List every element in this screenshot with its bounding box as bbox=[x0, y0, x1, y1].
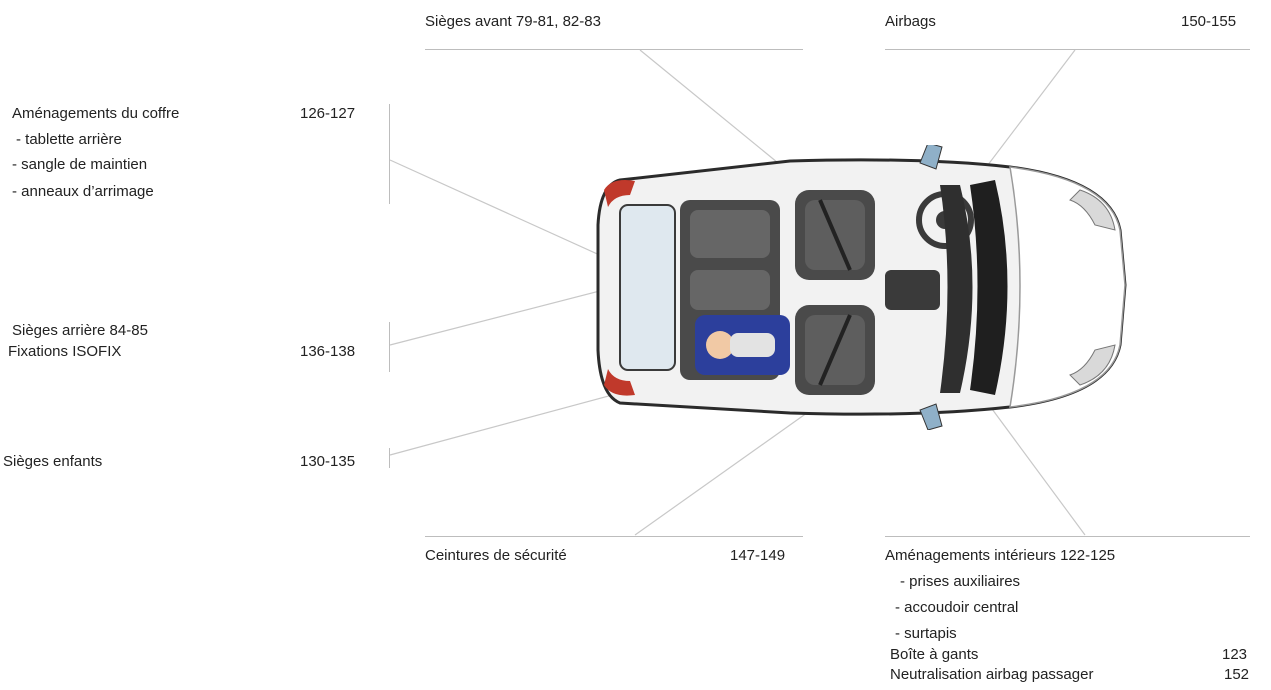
label-sieges-enfants[interactable]: Sièges enfants bbox=[3, 453, 103, 470]
child-head bbox=[706, 331, 734, 359]
windshield bbox=[970, 180, 1008, 395]
label-airbags[interactable]: Airbags bbox=[885, 13, 936, 30]
rule-isofix bbox=[389, 322, 390, 372]
rule-sieges-avant bbox=[425, 49, 803, 50]
pages-ceintures: 147-149 bbox=[730, 547, 786, 564]
tail-light-left bbox=[604, 180, 635, 207]
pages-boite-a-gants: 123 bbox=[1222, 646, 1248, 663]
pages-airbags: 150-155 bbox=[1181, 13, 1237, 30]
interieurs-item: - surtapis bbox=[895, 625, 957, 642]
mirror-left bbox=[919, 145, 943, 170]
pages-sieges-enfants: 130-135 bbox=[300, 453, 356, 470]
rule-enfants bbox=[389, 448, 390, 468]
rear-seat-cushion bbox=[690, 210, 770, 258]
headlight-left bbox=[1069, 189, 1116, 231]
rule-interieurs bbox=[885, 536, 1250, 537]
rule-coffre bbox=[389, 104, 390, 204]
seat-belt bbox=[818, 314, 852, 386]
pages-isofix: 136-138 bbox=[300, 343, 356, 360]
car-hood bbox=[1009, 166, 1126, 408]
child-body bbox=[730, 333, 775, 357]
pages-coffre: 126-127 bbox=[300, 105, 356, 122]
tail-light-right bbox=[604, 369, 635, 396]
center-console bbox=[885, 270, 940, 310]
mirror-right bbox=[919, 403, 943, 430]
coffre-item: - anneaux d’arrimage bbox=[12, 183, 154, 200]
seat-belt bbox=[818, 199, 852, 271]
headlight-right bbox=[1069, 344, 1116, 386]
pages-neutralisation-airbag: 152 bbox=[1224, 666, 1250, 683]
coffre-item: - sangle de maintien bbox=[12, 156, 148, 173]
label-ceintures[interactable]: Ceintures de sécurité bbox=[425, 547, 567, 564]
label-isofix[interactable]: Fixations ISOFIX bbox=[8, 343, 122, 360]
dashboard bbox=[940, 185, 973, 393]
interieurs-item: - accoudoir central bbox=[895, 599, 1019, 616]
leader-coffre bbox=[389, 159, 616, 263]
coffre-item: - tablette arrière bbox=[16, 131, 122, 148]
label-interieurs[interactable]: Aménagements intérieurs 122-125 bbox=[885, 547, 1116, 564]
rule-ceintures bbox=[425, 536, 803, 537]
trunk-area bbox=[619, 204, 676, 371]
label-sieges-avant[interactable]: Sièges avant 79-81, 82-83 bbox=[425, 13, 601, 30]
car-top-view-illustration bbox=[596, 145, 1127, 430]
rule-airbags bbox=[885, 49, 1250, 50]
leader-ceintures bbox=[634, 392, 836, 536]
rear-seat-cushion bbox=[690, 270, 770, 310]
interieurs-item: - prises auxiliaires bbox=[900, 573, 1021, 590]
label-coffre[interactable]: Aménagements du coffre bbox=[12, 105, 180, 122]
label-neutralisation-airbag[interactable]: Neutralisation airbag passager bbox=[890, 666, 1094, 683]
label-sieges-arriere[interactable]: Sièges arrière 84-85 bbox=[12, 322, 148, 339]
label-boite-a-gants[interactable]: Boîte à gants bbox=[890, 646, 979, 663]
